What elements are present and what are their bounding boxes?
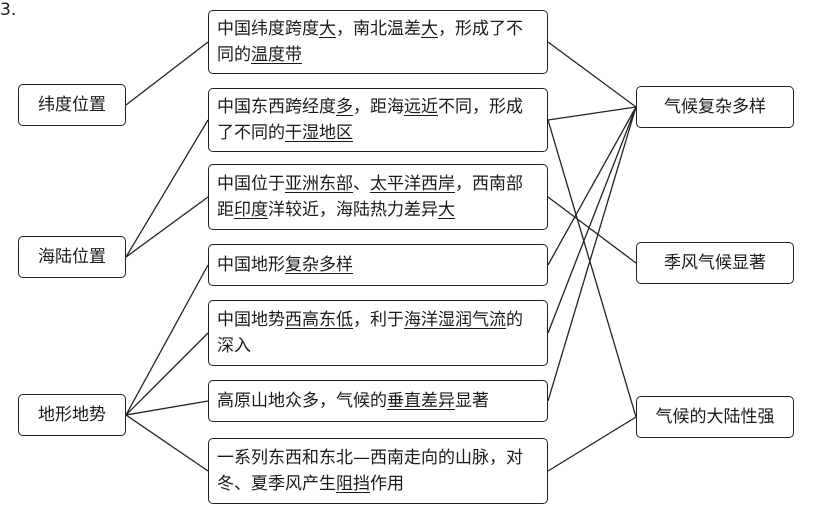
middle-node-latitude-span: 中国纬度跨度大，南北温差大，形成了不同的温度带	[208, 10, 548, 74]
connector-L3-M4	[125, 264, 209, 416]
text-segment: ，距海	[353, 97, 404, 117]
connector-L3-M5	[125, 332, 209, 416]
middle-node-west-high-east-low: 中国地势西高东低，利于海洋湿润气流的深入	[208, 300, 548, 366]
text-segment: 高原山地众多，气候的	[217, 391, 387, 411]
middle-node-text: 中国纬度跨度大，南北温差大，形成了不同的温度带	[217, 16, 539, 68]
text-segment: 显著	[455, 391, 489, 411]
text-segment: ，南北温差	[336, 19, 421, 39]
text-segment: 作用	[370, 474, 404, 494]
connector-M7-R3	[547, 416, 637, 472]
text-segment: 中国位于	[217, 174, 285, 194]
left-node-latitude: 纬度位置	[18, 84, 126, 126]
left-node-terrain: 地形地势	[18, 394, 126, 436]
right-node-diverse-climate: 气候复杂多样	[636, 86, 794, 128]
middle-node-text: 中国位于亚洲东部、太平洋西岸，西南部距印度洋较近，海陆热力差异大	[217, 171, 539, 223]
middle-node-asia-pacific: 中国位于亚洲东部、太平洋西岸，西南部距印度洋较近，海陆热力差异大	[208, 164, 548, 230]
middle-node-text: 一系列东西和东北—西南走向的山脉，对冬、夏季风产生阻挡作用	[217, 445, 539, 497]
connector-M5-R1	[547, 106, 637, 334]
text-segment: 中国地形	[217, 255, 285, 275]
text-segment: 的深入	[217, 310, 523, 356]
underlined-keyword: 阻挡	[336, 474, 370, 494]
text-segment: 洋较近，海陆热力差异	[268, 200, 438, 220]
middle-node-plateau-mountains: 高原山地众多，气候的垂直差异显著	[208, 380, 548, 422]
connector-M2-R1	[547, 106, 637, 121]
underlined-keyword: 印度	[234, 200, 268, 220]
underlined-keyword: 远近	[404, 97, 438, 117]
text-segment: 中国地势	[217, 310, 285, 330]
text-segment: 一系列东西和东北—西南走向的山脉，对冬、夏季风产生	[217, 448, 523, 494]
middle-node-text: 中国地势西高东低，利于海洋湿润气流的深入	[217, 307, 539, 359]
underlined-keyword: 大	[438, 200, 455, 220]
text-segment: 不同，形成了不同的	[217, 97, 523, 143]
text-segment: ，形成了不同的	[217, 19, 523, 65]
text-segment: ，利于	[353, 310, 404, 330]
underlined-keyword: 垂直差异	[387, 391, 455, 411]
connector-L2-M3	[125, 196, 209, 258]
middle-node-longitude-span: 中国东西跨经度多，距海远近不同，形成了不同的干湿地区	[208, 88, 548, 152]
connector-L3-M7	[125, 414, 209, 472]
underlined-keyword: 大	[421, 19, 438, 39]
middle-node-text: 中国地形复杂多样	[217, 252, 353, 278]
middle-node-mountain-ranges: 一系列东西和东北—西南走向的山脉，对冬、夏季风产生阻挡作用	[208, 438, 548, 504]
right-node-monsoon: 季风气候显著	[636, 242, 794, 284]
underlined-keyword: 复杂多样	[285, 255, 353, 275]
text-segment: 中国纬度跨度	[217, 19, 319, 39]
connector-M6-R1	[547, 106, 637, 402]
connector-M3-R2	[547, 196, 637, 264]
right-node-continental: 气候的大陆性强	[636, 396, 794, 438]
left-node-land-sea: 海陆位置	[18, 236, 126, 278]
text-segment: 、	[353, 174, 370, 194]
underlined-keyword: 多	[336, 97, 353, 117]
underlined-keyword: 海洋湿润气流	[404, 310, 506, 330]
connector-M4-R1	[547, 106, 637, 266]
middle-node-text: 高原山地众多，气候的垂直差异显著	[217, 388, 489, 414]
underlined-keyword: 大	[319, 19, 336, 39]
underlined-keyword: 亚洲东部	[285, 174, 353, 194]
underlined-keyword: 温度带	[251, 45, 302, 65]
connector-M2-R3	[547, 119, 637, 418]
underlined-keyword: 西高东低	[285, 310, 353, 330]
middle-node-text: 中国东西跨经度多，距海远近不同，形成了不同的干湿地区	[217, 94, 539, 146]
underlined-keyword: 太平洋西岸	[370, 174, 455, 194]
connector-L3-M6	[125, 400, 209, 416]
connector-M1-R1	[547, 41, 637, 108]
connector-L1-M1	[125, 41, 209, 106]
connector-L2-M2	[125, 119, 209, 258]
question-number: 3.	[0, 0, 17, 20]
middle-node-complex-terrain: 中国地形复杂多样	[208, 244, 548, 286]
text-segment: 中国东西跨经度	[217, 97, 336, 117]
text-segment: ，西南部距	[217, 174, 523, 220]
underlined-keyword: 干湿地区	[285, 123, 353, 143]
